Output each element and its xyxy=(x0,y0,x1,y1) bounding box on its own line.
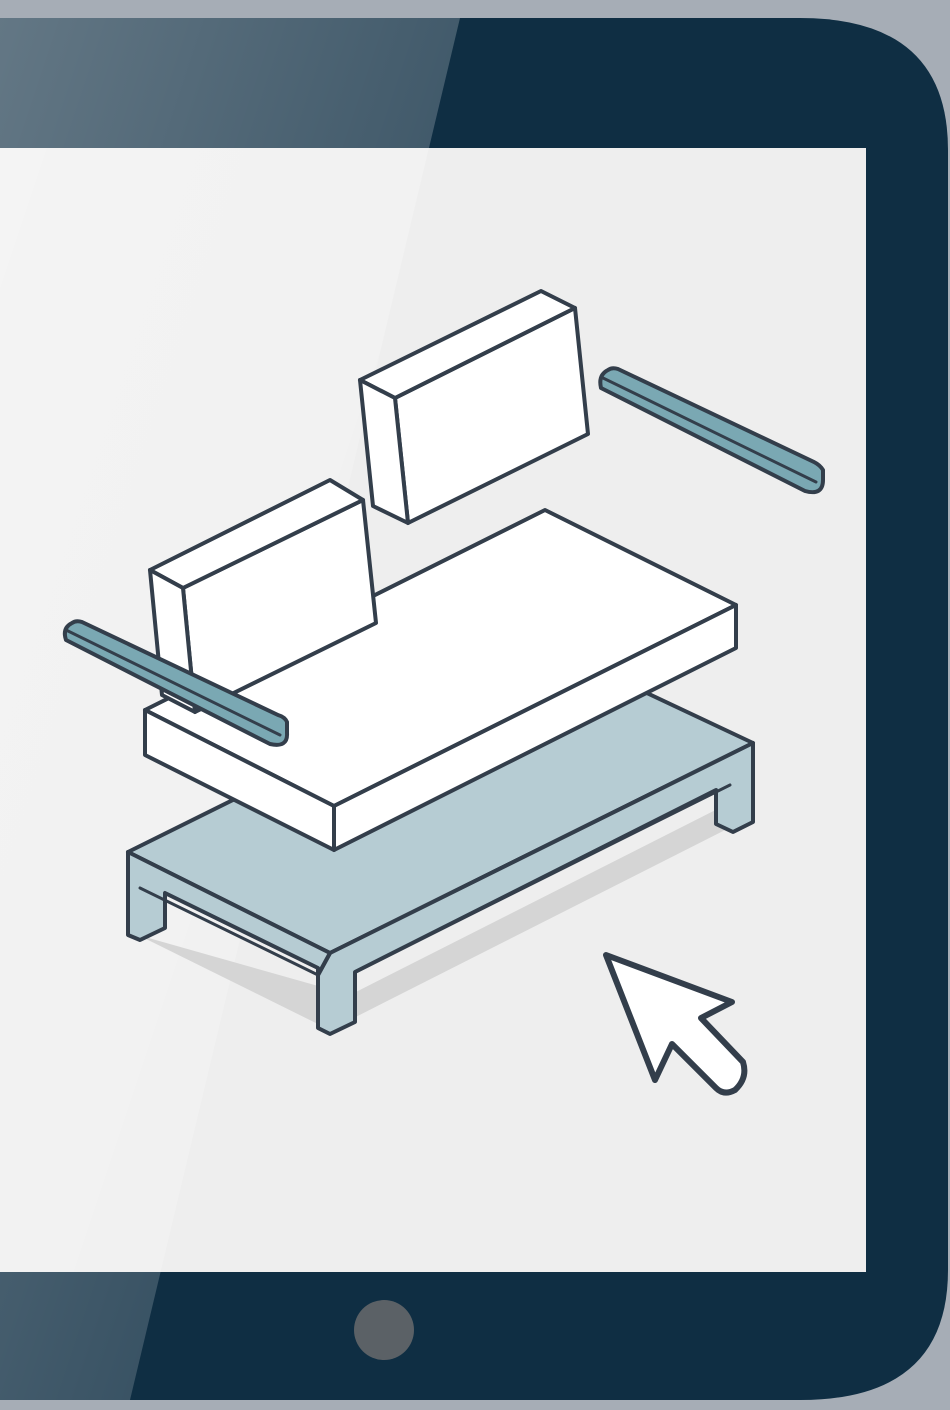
home-button-icon[interactable] xyxy=(354,1300,414,1360)
